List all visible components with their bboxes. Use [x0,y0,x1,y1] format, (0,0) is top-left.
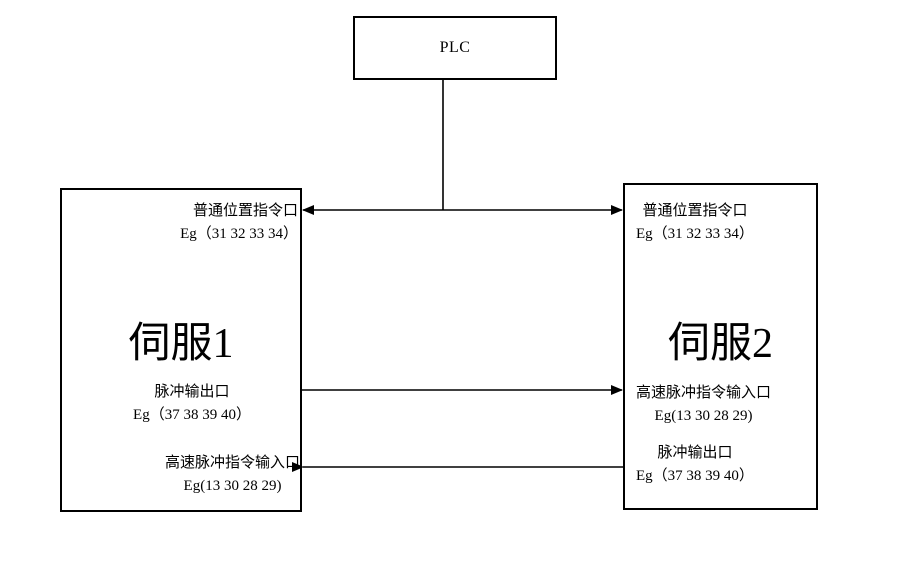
servo2-node: 普通位置指令口 Eg（31 32 33 34） 伺服2 高速脉冲指令输入口 Eg… [623,183,818,510]
servo2-port-highspeed-input-eg: Eg(13 30 28 29) [654,408,753,424]
plc-node: PLC [353,16,557,80]
servo1-title: 伺服1 [128,321,234,367]
servo2-port-normal-position-eg: Eg（31 32 33 34） [636,226,754,242]
servo1-port-highspeed-input-eg: Eg(13 30 28 29) [183,478,282,494]
servo1-port-normal-position-eg: Eg（31 32 33 34） [180,226,298,242]
servo2-port-normal-position-label: 普通位置指令口 [642,203,748,219]
servo2-port-pulse-output-eg: Eg（37 38 39 40） [636,468,754,484]
servo1-port-normal-position-label: 普通位置指令口 [192,203,298,219]
servo1-port-highspeed-input: 高速脉冲指令输入口 Eg(13 30 28 29) [165,452,300,498]
servo2-port-highspeed-input: 高速脉冲指令输入口 Eg(13 30 28 29) [636,382,771,428]
servo1-node: 普通位置指令口 Eg（31 32 33 34） 伺服1 脉冲输出口 Eg（37 … [60,188,302,512]
servo1-port-normal-position: 普通位置指令口 Eg（31 32 33 34） [180,200,298,246]
servo2-title: 伺服2 [667,321,773,367]
servo1-port-highspeed-input-label: 高速脉冲指令输入口 [164,455,300,471]
servo2-port-highspeed-input-label: 高速脉冲指令输入口 [636,385,772,401]
servo1-port-pulse-output: 脉冲输出口 Eg（37 38 39 40） [62,381,300,427]
servo2-port-pulse-output-label: 脉冲输出口 [657,445,733,461]
plc-label: PLC [439,39,471,56]
servo2-port-pulse-output: 脉冲输出口 Eg（37 38 39 40） [636,442,754,488]
servo1-port-pulse-output-eg: Eg（37 38 39 40） [133,407,251,423]
servo1-port-pulse-output-label: 脉冲输出口 [154,384,230,400]
servo2-port-normal-position: 普通位置指令口 Eg（31 32 33 34） [636,200,754,246]
